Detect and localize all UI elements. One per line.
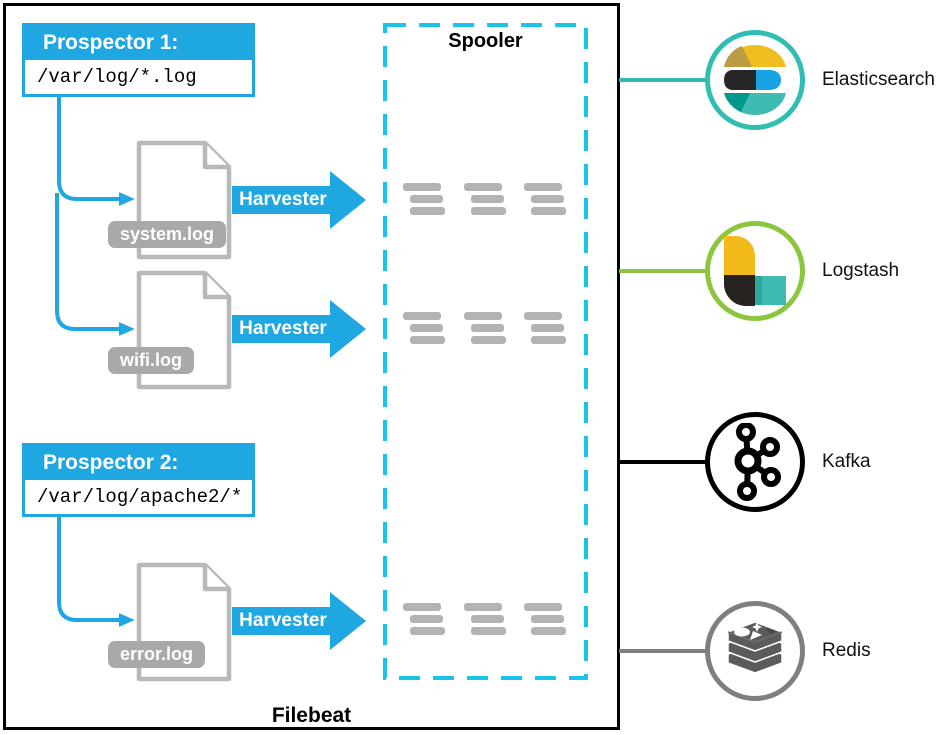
output-line-redis xyxy=(619,649,707,653)
spool-message-group xyxy=(403,183,445,219)
spool-message-group xyxy=(524,312,566,348)
prospector-1-title: Prospector 1: xyxy=(25,26,252,60)
file-label-system-log: system.log xyxy=(108,221,227,248)
spool-message-group xyxy=(464,183,506,219)
filebeat-label: Filebeat xyxy=(271,704,352,727)
elasticsearch-icon xyxy=(724,45,786,115)
harvester-arrow-2: Harvester xyxy=(232,300,366,358)
harvester-label: Harvester xyxy=(239,318,327,339)
spool-message-group xyxy=(524,183,566,219)
harvester-label: Harvester xyxy=(239,610,327,631)
spool-message-group xyxy=(524,603,566,639)
harvester-label: Harvester xyxy=(239,189,327,210)
output-circle-redis xyxy=(705,601,805,701)
filebeat-box xyxy=(3,3,620,730)
spooler-title: Spooler xyxy=(448,30,523,52)
harvester-arrow-1: Harvester xyxy=(232,171,366,229)
output-label-kafka: Kafka xyxy=(822,451,871,472)
spool-message-group xyxy=(403,312,445,348)
output-circle-kafka xyxy=(705,412,805,512)
output-label-logstash: Logstash xyxy=(822,260,900,281)
prospector-1-path: /var/log/*.log xyxy=(25,60,252,94)
kafka-icon xyxy=(734,423,781,501)
harvester-arrow-3: Harvester xyxy=(232,592,366,650)
spool-message-group xyxy=(403,603,445,639)
output-line-elasticsearch xyxy=(619,78,707,82)
output-line-logstash xyxy=(619,269,707,273)
file-label-wifi-log: wifi.log xyxy=(108,347,194,374)
file-label-error-log: error.log xyxy=(108,641,206,668)
output-label-elasticsearch: Elasticsearch xyxy=(822,69,935,90)
spool-message-group xyxy=(464,312,506,348)
prospector-2-title: Prospector 2: xyxy=(25,446,252,480)
spool-message-group xyxy=(464,603,506,639)
prospector-2-box: Prospector 2: /var/log/apache2/* xyxy=(22,443,255,517)
output-circle-elasticsearch xyxy=(705,30,805,130)
output-label-redis: Redis xyxy=(822,640,871,661)
prospector-1-box: Prospector 1: /var/log/*.log xyxy=(22,23,255,97)
prospector-2-path: /var/log/apache2/* xyxy=(25,480,252,514)
output-line-kafka xyxy=(619,460,707,464)
logstash-icon xyxy=(724,236,786,306)
redis-icon xyxy=(727,622,783,674)
output-circle-logstash xyxy=(705,221,805,321)
